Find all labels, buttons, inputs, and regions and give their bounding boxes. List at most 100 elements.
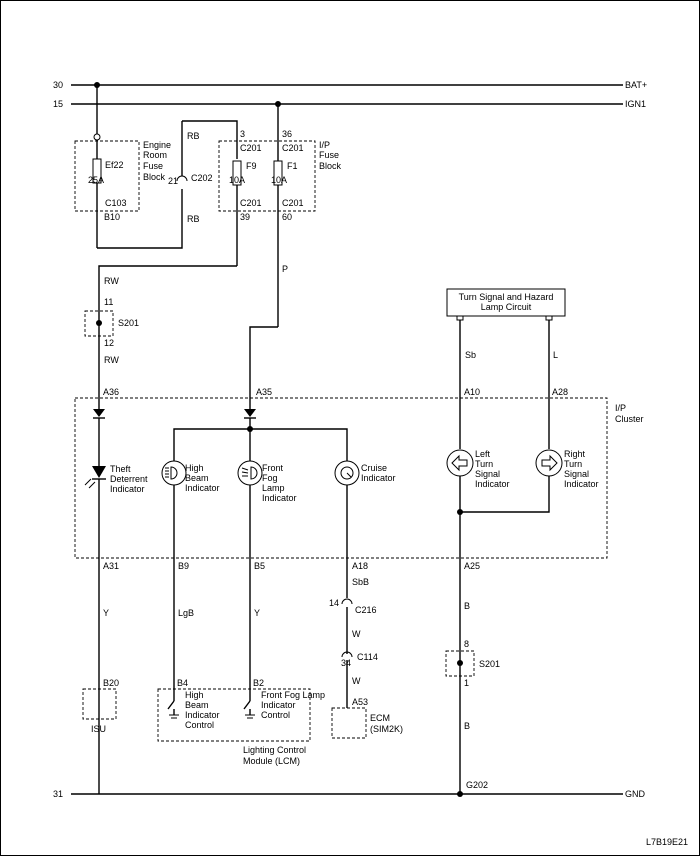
fuse-ef22-name: Ef22 xyxy=(105,160,124,170)
diode-a35 xyxy=(244,409,256,417)
f9-in-conn: C201 xyxy=(240,143,262,153)
bat-bus-label: BAT+ xyxy=(625,80,647,90)
ff-label-2: Fog xyxy=(262,473,278,483)
c114-pin: 34 xyxy=(341,658,351,668)
cruise-label-2: Indicator xyxy=(361,473,396,483)
splice-dot xyxy=(457,660,463,666)
ecm-name-2: (SIM2K) xyxy=(370,724,403,734)
gnd-bus-number: 31 xyxy=(53,789,63,799)
fuse-f9-rating: 10A xyxy=(229,175,245,185)
rb-wire: 21 C202 RB RB xyxy=(97,120,238,249)
p-wire: P xyxy=(249,264,288,409)
wire-rw-bottom: RW xyxy=(104,355,119,365)
theft-label-3: Indicator xyxy=(110,484,145,494)
theft-led-icon xyxy=(92,466,106,478)
hb-label-3: Indicator xyxy=(185,483,220,493)
c216-pin: 14 xyxy=(329,598,339,608)
ip-fuse-title-2: Fuse xyxy=(319,150,339,160)
f1-out-conn: C201 xyxy=(282,198,304,208)
isu-pin: B20 xyxy=(103,678,119,688)
ff-label-1: Front xyxy=(262,463,284,473)
splice-dot xyxy=(96,320,102,326)
ground-name: G202 xyxy=(466,780,488,790)
f9-in-pin: 3 xyxy=(240,129,245,139)
cruise-label-1: Cruise xyxy=(361,463,387,473)
bat-bus-number: 30 xyxy=(53,80,63,90)
pin-a25: A25 xyxy=(464,561,480,571)
isu-name: ISU xyxy=(91,724,106,734)
f9-out-conn: C201 xyxy=(240,198,262,208)
engine-fuse-title-4: Block xyxy=(143,172,166,182)
high-beam-indicator-icon xyxy=(161,460,187,486)
cluster-title-2: Cluster xyxy=(615,414,644,424)
ecm-pin: A53 xyxy=(352,697,368,707)
rt-label-3: Signal xyxy=(564,469,589,479)
gnd-bus: 31 GND xyxy=(53,789,646,799)
cluster-title-1: I/P xyxy=(615,403,626,413)
lcm-ff-label-3: Control xyxy=(261,710,290,720)
pin-a31: A31 xyxy=(103,561,119,571)
lt-label-3: Signal xyxy=(475,469,500,479)
s201-upper-name: S201 xyxy=(118,318,139,328)
wire-b-1: B xyxy=(464,601,470,611)
diode-a36 xyxy=(93,409,105,417)
splice-s201-lower: 8 1 S201 xyxy=(445,639,500,688)
pin-a18: A18 xyxy=(352,561,368,571)
wire-l: L xyxy=(553,350,558,360)
right-turn-indicator-icon xyxy=(535,449,563,477)
lcm-hb-label-3: Indicator xyxy=(185,710,220,720)
ip-fuse-title-1: I/P xyxy=(319,140,330,150)
f1-in-pin: 36 xyxy=(282,129,292,139)
lt-label-4: Indicator xyxy=(475,479,510,489)
engine-room-fuse-block: Ef22 25A C103 B10 Engine Room Fuse Block xyxy=(74,82,171,248)
fuse-f9-name: F9 xyxy=(246,161,257,171)
s201-lower-pin-top: 8 xyxy=(464,639,469,649)
ip-fuse-title-3: Block xyxy=(319,161,342,171)
f9-out-pin: 39 xyxy=(240,212,250,222)
lcm-ff-label-2: Indicator xyxy=(261,700,296,710)
switch-b2 xyxy=(243,700,251,710)
pin-b9: B9 xyxy=(178,561,189,571)
figure-code: L7B19E21 xyxy=(646,837,688,847)
c114-name: C114 xyxy=(357,652,378,662)
engine-fuse-title-3: Fuse xyxy=(143,161,163,171)
connector-c114: 34 C114 W xyxy=(341,651,378,708)
pin-b5: B5 xyxy=(254,561,265,571)
rt-label-4: Indicator xyxy=(564,479,599,489)
wire-lgb: LgB xyxy=(178,608,194,618)
wire-w-2: W xyxy=(352,676,361,686)
hb-label-2: Beam xyxy=(185,473,209,483)
engine-fuse-title-2: Room xyxy=(143,150,167,160)
wire-w-1: W xyxy=(352,629,361,639)
c216-name: C216 xyxy=(355,605,377,615)
lcm-hb-label-1: High xyxy=(185,690,204,700)
fuse-ef22-rating: 25A xyxy=(88,175,104,185)
turn-circuit-line-2: Lamp Circuit xyxy=(481,302,532,312)
s201-lower-name: S201 xyxy=(479,659,500,669)
engine-fuse-title-1: Engine xyxy=(143,140,171,150)
bat-bus: 30 BAT+ xyxy=(53,80,647,90)
lcm-ff-label-1: Front Fog Lamp xyxy=(261,690,325,700)
s201-lower-pin-bottom: 1 xyxy=(464,678,469,688)
splice-dot xyxy=(457,509,463,515)
ff-label-4: Indicator xyxy=(262,493,297,503)
ecm-module: A53 ECM (SIM2K) xyxy=(331,697,403,739)
splice-s201-upper: 11 12 S201 xyxy=(84,297,139,348)
c202-name: C202 xyxy=(191,173,213,183)
ign-bus-label: IGN1 xyxy=(625,99,646,109)
turn-circuit-line-1: Turn Signal and Hazard xyxy=(459,292,554,302)
theft-label-2: Deterrent xyxy=(110,474,148,484)
gnd-bus-label: GND xyxy=(625,789,646,799)
fuse-f1-name: F1 xyxy=(287,161,298,171)
lcm-name-1: Lighting Control xyxy=(243,745,306,755)
lcm-hb-label-2: Beam xyxy=(185,700,209,710)
pin-a28: A28 xyxy=(552,387,568,397)
lcm-pin-b2: B2 xyxy=(253,678,264,688)
connector-c216: 14 C216 W xyxy=(329,598,377,654)
pin-a35: A35 xyxy=(256,387,272,397)
pin-a10: A10 xyxy=(464,387,480,397)
rw-wire: RW RW xyxy=(98,265,237,409)
lcm-pin-b4: B4 xyxy=(177,678,188,688)
lcm-name-2: Module (LCM) xyxy=(243,756,300,766)
